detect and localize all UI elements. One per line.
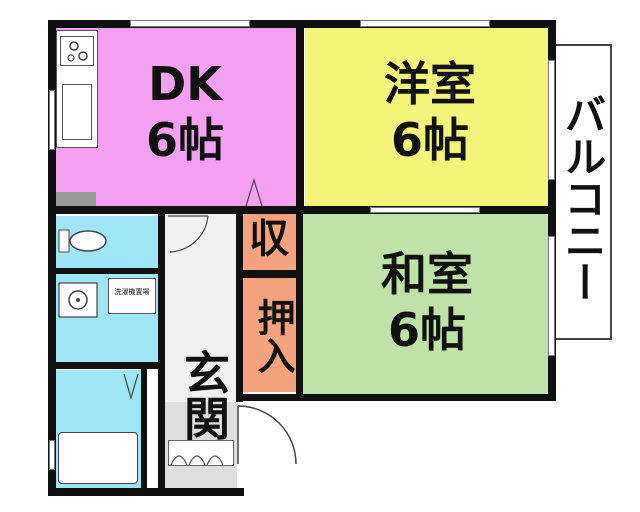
japanese-room bbox=[302, 214, 550, 394]
western-label-line1: 洋室 bbox=[384, 57, 476, 111]
window-western-top bbox=[360, 20, 490, 27]
door-bath bbox=[122, 372, 140, 401]
closet-label: 収 bbox=[249, 216, 289, 262]
window-bath-left bbox=[49, 440, 55, 470]
window-western-right bbox=[548, 60, 555, 180]
japanese-label-line1: 和室 bbox=[381, 247, 473, 301]
shoe-cabinet bbox=[168, 440, 234, 466]
balcony-label: バルコニー bbox=[558, 93, 607, 303]
entrance-label: 玄関 bbox=[177, 349, 231, 441]
window-kitchen-left bbox=[49, 90, 55, 150]
wall-left bbox=[48, 20, 56, 496]
closet bbox=[242, 214, 296, 270]
wall-closet-oshiire bbox=[236, 270, 302, 278]
wall-bath-right bbox=[141, 366, 147, 492]
wall-bottom bbox=[48, 488, 244, 496]
dk-label-line2: 6帖 bbox=[145, 113, 224, 167]
sink-icon bbox=[62, 84, 92, 140]
toilet-icon bbox=[58, 226, 108, 256]
entrance-hall bbox=[165, 212, 237, 402]
door-hall bbox=[166, 214, 210, 254]
dk-label-line1: DK bbox=[148, 57, 222, 111]
laundry-space bbox=[108, 278, 156, 314]
wall-dk-western bbox=[296, 20, 304, 210]
wall-japanese-left bbox=[296, 206, 303, 400]
oshiire-label: 押入 bbox=[251, 298, 295, 374]
western-label-line2: 6帖 bbox=[390, 113, 469, 167]
bathtub-icon bbox=[58, 432, 138, 484]
window-dk-top bbox=[130, 20, 250, 27]
stove-icon bbox=[60, 36, 94, 66]
wall-wash-bath bbox=[48, 362, 164, 369]
wall-storage-left bbox=[236, 206, 243, 402]
oshiire bbox=[242, 278, 296, 392]
fridge-space bbox=[56, 192, 96, 206]
wall-toilet-wash bbox=[48, 268, 164, 274]
japanese-label-line2: 6帖 bbox=[387, 303, 466, 357]
western-room bbox=[305, 28, 550, 208]
laundry-label: 洗濯機置場 bbox=[114, 288, 150, 296]
washbasin-icon bbox=[58, 282, 98, 318]
front-door-swing bbox=[236, 404, 302, 466]
wall-wet-right bbox=[158, 206, 165, 496]
window-western-japanese bbox=[370, 207, 480, 213]
wall-right-bottom bbox=[236, 394, 556, 401]
door-dk-western bbox=[244, 176, 264, 208]
window-japanese-right bbox=[548, 236, 555, 356]
